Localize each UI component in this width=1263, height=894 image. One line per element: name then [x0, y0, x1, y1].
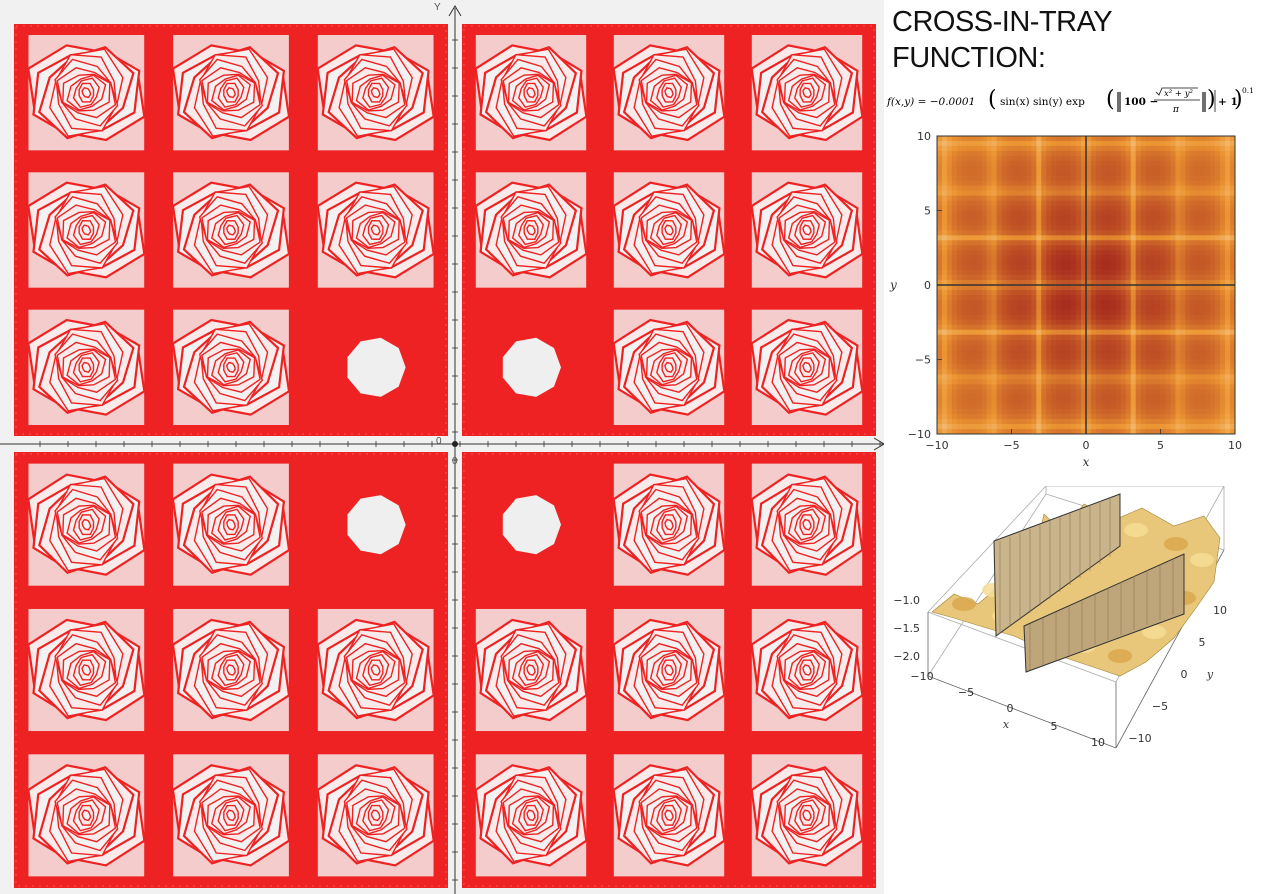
surface-y-label: y	[1206, 668, 1214, 681]
surface-x-label: x	[1003, 718, 1010, 731]
surface-y-tick: −5	[1152, 700, 1168, 713]
origin-label: 0	[436, 436, 442, 447]
contour-quadrant	[462, 452, 876, 888]
contour-well	[612, 309, 726, 426]
contour-well	[750, 608, 864, 732]
contour-y-tick: 0	[924, 279, 931, 292]
formula-hundred: 100 −	[1124, 96, 1158, 108]
formula-sqrt-arg: x² + y²	[1164, 89, 1194, 99]
contour-well	[316, 172, 435, 288]
contour-well	[316, 754, 435, 877]
contour-well	[171, 608, 291, 732]
formula-paren-open-2: (	[1106, 87, 1115, 112]
contour-plot-area: Y 0 0	[0, 0, 884, 894]
contour-well	[316, 608, 435, 732]
reference-panel: CROSS-IN-TRAY FUNCTION: f(x,y) = −0.0001…	[884, 0, 1263, 894]
empty-well	[502, 337, 561, 397]
contour-well	[171, 34, 291, 151]
contour-x-tick: −5	[1003, 439, 1019, 452]
contour-x-label: x	[1083, 455, 1090, 469]
orange-contour-plot: −10 −5 0 5 10 10 5 0 −5 −10 x y	[889, 130, 1242, 469]
contour-well	[27, 34, 146, 151]
surface-x-tick: 10	[1091, 736, 1105, 749]
formula-paren-open: (	[988, 87, 997, 112]
contour-well	[612, 608, 726, 732]
contour-x-tick: 5	[1157, 439, 1164, 452]
contour-well	[474, 34, 588, 151]
contour-x-tick: 0	[1083, 439, 1090, 452]
surface-3d-plot: −1.0 −1.5 −2.0 −10 −5 0 5 10 x 10 5 0 −5 −10 y	[893, 486, 1227, 749]
contour-well	[612, 754, 726, 877]
contour-well	[27, 608, 146, 732]
formula-sin-part: sin(x) sin(y) exp	[1000, 96, 1085, 108]
contour-well	[612, 34, 726, 151]
surface-x-tick: −10	[910, 670, 933, 683]
contour-well	[750, 309, 864, 426]
surface-y-tick: −10	[1128, 732, 1151, 745]
formula-lhs: f(x,y) = −0.0001	[886, 96, 975, 108]
contour-quadrant	[14, 24, 448, 436]
empty-well	[347, 337, 406, 397]
contour-quadrant	[14, 452, 448, 888]
contour-well	[750, 34, 864, 151]
y-axis-label: Y	[434, 2, 441, 13]
surface-z-tick: −1.5	[893, 622, 920, 635]
contour-y-label: y	[889, 278, 897, 292]
contour-well	[474, 754, 588, 877]
contour-y-tick: 10	[917, 130, 931, 143]
surface-x-tick: 0	[1007, 702, 1014, 715]
contour-well	[612, 172, 726, 288]
contour-well	[171, 754, 291, 877]
contour-well	[316, 34, 435, 151]
surface-labels: −1.0 −1.5 −2.0 −10 −5 0 5 10 x 10 5 0 −5 −10 y	[893, 594, 1227, 749]
contour-well	[171, 309, 291, 426]
contour-x-tick: 10	[1228, 439, 1242, 452]
surface-y-tick: 10	[1213, 604, 1227, 617]
cartesian-axes	[0, 5, 884, 894]
surface-y-tick: 0	[1181, 668, 1188, 681]
contour-cells	[937, 136, 1236, 435]
contour-well	[27, 309, 146, 426]
surface-z-tick: −1.0	[893, 594, 920, 607]
origin-label-secondary: 0	[452, 456, 458, 467]
contour-well	[27, 463, 146, 586]
function-title: CROSS-IN-TRAY FUNCTION:	[892, 4, 1113, 76]
surface-body	[927, 486, 1225, 749]
contour-y-tick: −5	[915, 354, 931, 367]
contour-quadrant	[462, 24, 876, 436]
contour-well	[171, 172, 291, 288]
contour-y-tick: −10	[908, 428, 931, 441]
title-line-1: CROSS-IN-TRAY	[892, 6, 1113, 38]
surface-x-tick: −5	[958, 686, 974, 699]
formula-exponent: 0.1	[1242, 86, 1254, 95]
contour-well	[27, 754, 146, 877]
contour-well	[474, 608, 588, 732]
title-line-2: FUNCTION:	[892, 42, 1046, 74]
contour-x-tick: −10	[925, 439, 948, 452]
contour-well	[750, 463, 864, 586]
formula-paren-close-2: )	[1234, 87, 1243, 112]
contour-well	[171, 463, 291, 586]
contour-well	[474, 172, 588, 288]
contour-y-tick: 5	[924, 205, 931, 218]
formula-plus-one: + 1	[1218, 96, 1238, 108]
empty-well	[502, 495, 561, 555]
contour-well	[750, 172, 864, 288]
origin-point	[452, 441, 458, 447]
contour-frame: −10 −5 0 5 10 10 5 0 −5 −10 x y	[889, 130, 1242, 469]
surface-x-tick: 5	[1051, 720, 1058, 733]
empty-well	[347, 495, 406, 555]
x-axis-arrow	[873, 437, 884, 451]
red-contour-canvas	[0, 5, 884, 894]
function-formula: f(x,y) = −0.0001 ( sin(x) sin(y) exp ( 1…	[886, 86, 1254, 115]
contour-well	[27, 172, 146, 288]
surface-z-tick: −2.0	[893, 650, 920, 663]
formula-paren-close: )	[1207, 87, 1216, 112]
formula-denominator: π	[1172, 105, 1180, 115]
surface-y-tick: 5	[1199, 636, 1206, 649]
y-axis-arrow	[448, 5, 462, 17]
contour-well	[750, 754, 864, 877]
contour-well	[612, 463, 726, 586]
